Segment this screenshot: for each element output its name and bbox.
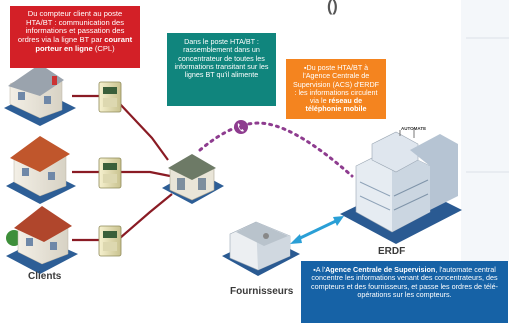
mobile-network-info-text: ▪Du poste HTA/BT à l'Agence Centrale de … [292, 63, 380, 106]
cpl-info-text: Du compteur client au poste HTA/BT : com… [17, 9, 125, 45]
automate-label: AUTOMATE [401, 126, 427, 131]
cpl-info-box: Du compteur client au poste HTA/BT : com… [10, 6, 140, 68]
link-arrow [290, 216, 344, 244]
bt-lines [72, 94, 173, 242]
page-margin [461, 0, 509, 262]
fournisseurs-label: Fournisseurs [230, 286, 294, 297]
supplier-icon [222, 221, 300, 276]
cpl-info-bold: courant porteur en ligne [35, 35, 133, 53]
building-icon [340, 128, 462, 244]
acs-info-text: , l'automate central concentre les infor… [311, 265, 498, 299]
bt-line [120, 170, 171, 178]
substation-icon [162, 154, 224, 204]
top-glyph: () [327, 0, 338, 15]
mobile-network-info-bold: réseau de téléphonie mobile [305, 96, 367, 114]
clients-label: Clients [28, 271, 62, 282]
house-icon [4, 64, 76, 126]
erdf-label: ERDF [378, 246, 406, 257]
meter-icon [98, 157, 122, 189]
bt-line [119, 103, 169, 161]
cpl-info-tail: (CPL) [92, 43, 115, 53]
phone-icon [234, 120, 248, 134]
acs-info-box: ▪A l'Agence Centrale de Supervision, l'a… [301, 261, 508, 323]
bt-line [119, 193, 173, 239]
acs-info-prefix: ▪A l' [313, 265, 326, 274]
house-icon [6, 206, 78, 274]
concentrator-info-text: Dans le poste HTA/BT : rassemblement dan… [174, 37, 269, 80]
mobile-network-info-box: ▪Du poste HTA/BT à l'Agence Centrale de … [286, 59, 386, 119]
house-icon [6, 136, 76, 204]
meter-icon [98, 81, 122, 113]
mobile-network-path [198, 121, 354, 178]
meter-icon [98, 225, 122, 257]
concentrator-info-box: Dans le poste HTA/BT : rassemblement dan… [167, 33, 276, 106]
acs-info-bold: Agence Centrale de Supervision [325, 265, 436, 274]
